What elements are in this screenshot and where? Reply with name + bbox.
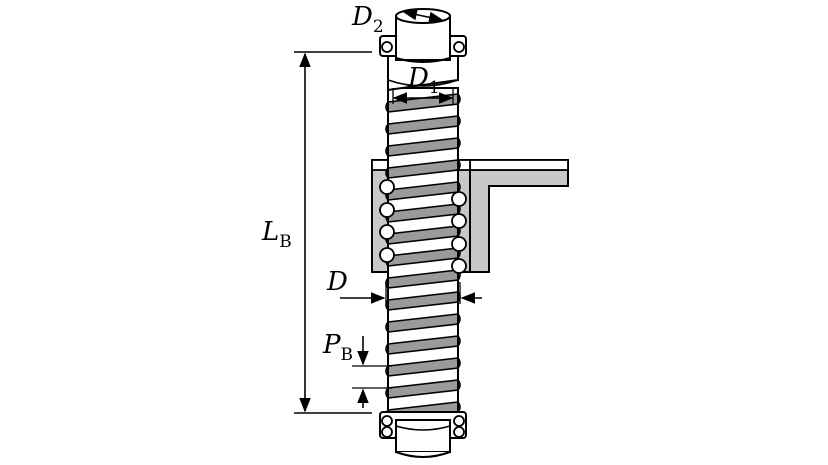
top-bearing [379, 8, 467, 92]
label-lb: LB [261, 217, 292, 252]
pb-dimension [352, 336, 392, 408]
ball [451, 258, 467, 274]
ball [379, 179, 395, 195]
bottom-bearing [379, 411, 467, 458]
d-dimension [340, 282, 482, 304]
d1-dimension [392, 88, 454, 104]
screw-shaft [385, 87, 461, 421]
label-d2: D2 [351, 2, 384, 37]
ball [451, 191, 467, 207]
ball [379, 247, 395, 263]
recirculating-balls [379, 179, 467, 274]
ball [379, 224, 395, 240]
label-d1: D1 [407, 63, 440, 98]
d2-dimension-arrow [402, 9, 444, 23]
label-d: D [326, 267, 348, 297]
lb-dimension [294, 51, 372, 414]
label-pb: PB [322, 330, 353, 365]
ball [379, 202, 395, 218]
ball [451, 213, 467, 229]
ball [451, 236, 467, 252]
